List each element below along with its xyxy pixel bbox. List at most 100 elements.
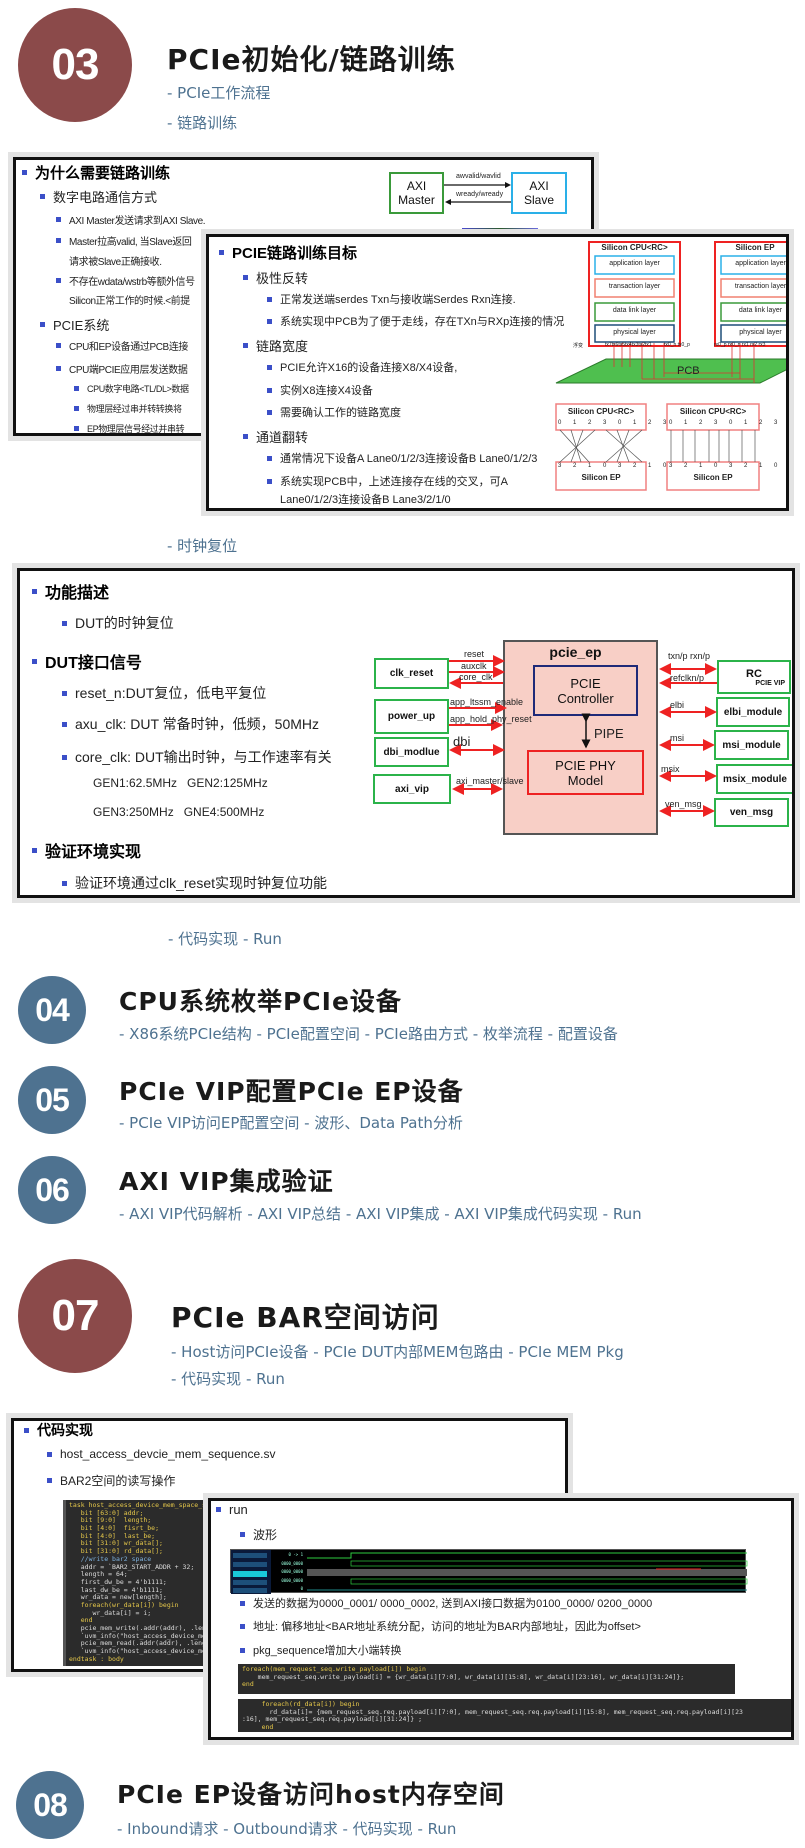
bullet-text: 链路宽度 (256, 339, 309, 354)
rc-label: RC (746, 667, 762, 680)
axi-slave-box: AXI Slave (511, 172, 567, 214)
section-subtopic[interactable]: - Host访问PCIe设备 - PCIe DUT内部MEM包路由 - PCIe… (171, 1343, 624, 1361)
arrow-label: wready/wready (456, 191, 504, 198)
bullet-icon (56, 238, 61, 243)
code-line: length = 64; (69, 1570, 128, 1579)
section-title: AXI VIP集成验证 (119, 1167, 334, 1196)
code-line: bit [63:0] addr; (69, 1508, 144, 1517)
bullet-icon (267, 455, 272, 461)
bullet-text: 系统实现PCB中，上述连接存在线的交叉，可A (280, 476, 508, 488)
bullet-text: 极性反转 (256, 271, 309, 286)
pcb-label: PCB (677, 365, 700, 377)
bullet-item: reset_n:DUT复位，低电平复位 (62, 683, 266, 703)
bullet-text: EP物理层信号经过并串转 (87, 424, 185, 434)
bullet-icon (24, 1427, 29, 1433)
bullet-icon (56, 366, 61, 371)
waveform-values: 0 -> 1 0000_0000 0000_0000 0000_0000 0 (275, 1550, 303, 1594)
bullet-icon (267, 409, 272, 415)
bullet-icon (32, 847, 37, 853)
bullet-item: 系统实现中PCB为了便于走线，存在TXn与RXp连接的情况 (267, 313, 564, 329)
bullet-icon (32, 588, 37, 594)
section-subtopic[interactable]: - X86系统PCIe结构 - PCIe配置空间 - PCIe路由方式 - 枚举… (119, 1025, 618, 1043)
code-line: pcie_mem_read(.addr(addr), .leng (69, 1639, 206, 1648)
wave-value: 0000_0000 (281, 1560, 303, 1566)
code-line: task host_access_device_mem_space_s (69, 1501, 206, 1509)
bullet-item: PCIE允许X16的设备连接X8/X4设备, (267, 359, 457, 375)
signal-label: app_ltssm_enable (450, 697, 524, 707)
bullet-text: DUT的时钟复位 (75, 615, 174, 631)
signal-label: axi_master/slave (456, 776, 524, 786)
code-block: foreach(mem_request_seq.write_payload[i]… (238, 1664, 735, 1694)
bullet-item: 验证环境通过clk_reset实现时钟复位功能 (62, 873, 327, 893)
bullet-icon (56, 278, 61, 283)
bullet-text: host_access_devcie_mem_sequence.sv (60, 1447, 276, 1461)
signal-label: app_hold_phy_reset (450, 714, 532, 724)
rc-sub-label: PCIE VIP (755, 679, 785, 687)
bullet-item: Master拉高valid, 当Slave返回 (56, 233, 192, 248)
bullet-icon (56, 343, 61, 348)
bullet-text: PCIE允许X16的设备连接X8/X4设备, (280, 362, 458, 374)
bullet-icon (62, 754, 67, 760)
rx-labels: rx0_p rx0_n rx1 rx2 rx3 (714, 342, 766, 348)
bullet-text: 不存在wdata/wstrb等额外信号 (69, 277, 195, 288)
bullet-item: BAR2空间的读写操作 (47, 1472, 175, 1489)
bullet-icon (40, 194, 45, 199)
section-subtopic[interactable]: - 链路训练 (167, 114, 238, 132)
signal-label: dbi (453, 734, 471, 749)
section-subtopic[interactable]: - PCIe VIP访问EP配置空间 - 波形、Data Path分析 (119, 1114, 463, 1132)
slide-heading: 代码实现 (24, 1421, 93, 1440)
bullet-item: 通常情况下设备A Lane0/1/2/3连接设备B Lane0/1/2/3 (267, 450, 537, 466)
bullet-text: pkg_sequence增加大小端转换 (253, 1645, 402, 1657)
slide-heading: run (216, 1502, 248, 1517)
section-subtopic[interactable]: - 代码实现 - Run (171, 1370, 285, 1388)
pcb-diagram (555, 241, 786, 491)
bullet-item: 不存在wdata/wstrb等额外信号 (56, 273, 195, 288)
cpu-label: Silicon CPU<RC> (601, 243, 668, 252)
bullet-item: EP物理层信号经过并串转 (74, 422, 185, 434)
code-line: rd_data[i]= {mem_request_seq.req.payload… (242, 1707, 743, 1716)
bullet-item: CPU和EP设备通过PCB连接 (56, 338, 188, 353)
section-subtopic[interactable]: - Inbound请求 - Outbound请求 - 代码实现 - Run (117, 1820, 457, 1838)
cpu-label: Silicon CPU<RC> (679, 407, 747, 416)
bullet-text: BAR2空间的读写操作 (60, 1474, 176, 1488)
slide-heading: 为什么需要链路训练 (22, 162, 170, 183)
bullet-item: 通道翻转 (243, 427, 308, 446)
section-title: PCIe EP设备访问host内存空间 (117, 1780, 505, 1809)
layer-label: application layer (609, 260, 660, 267)
section-subtopic[interactable]: - PCIe工作流程 (167, 84, 271, 102)
signal-label: elbi (670, 700, 685, 710)
heading-text: 功能描述 (45, 585, 110, 602)
bullet-icon (74, 386, 79, 391)
section-number-badge: 08 (16, 1771, 84, 1839)
wave-value: 0000_0000 (281, 1577, 303, 1583)
section-number-badge: 05 (18, 1066, 86, 1134)
bullet-text: CPU端PCIE应用层发送数据 (69, 365, 188, 376)
bullet-text: PCIE系统 (53, 318, 110, 333)
gen-speeds: GEN3:250MHz GNE4:500MHz (93, 805, 265, 819)
bullet-icon (56, 217, 61, 222)
section-subtopic[interactable]: - AXI VIP代码解析 - AXI VIP总结 - AXI VIP集成 - … (119, 1205, 642, 1223)
layer-label: data link layer (612, 307, 657, 314)
arrow-label: awvalid/wavlid (456, 173, 501, 180)
lane-numbers: 0 1 2 3 0 1 2 3 (558, 420, 672, 426)
code-block: foreach(rd_data[i]) begin rd_data[i]= {m… (238, 1699, 791, 1732)
bullet-text: AXI Master发送请求到AXI Slave. (69, 216, 206, 227)
lane-numbers: 3 2 1 0 3 2 1 0 (558, 463, 672, 469)
bullet-text: 物理层经过串并转转换将 (87, 404, 182, 414)
signal-label: auxclk (461, 661, 487, 671)
bullet-text: 正常发送端serdes Txn与接收端Serdes Rxn连接. (280, 294, 516, 306)
section-subtopic[interactable]: - 时钟复位 (167, 537, 238, 555)
signal-arrows (449, 655, 717, 817)
bullet-item: pkg_sequence增加大小端转换 (240, 1642, 402, 1658)
code-line: wr_data = new[length]; (69, 1593, 167, 1602)
section-subtopic[interactable]: - 代码实现 - Run (168, 930, 282, 948)
section-title: PCIe初始化/链路训练 (167, 43, 456, 76)
code-line: end (242, 1680, 254, 1689)
bullet-item: 链路宽度 (243, 336, 308, 355)
bullet-text: 请求被Slave正确接收. (69, 257, 162, 268)
code-line: end (242, 1723, 274, 1732)
bullet-item: 极性反转 (243, 268, 308, 287)
module-box: axi_vip (373, 774, 451, 804)
bullet-icon (22, 170, 27, 175)
